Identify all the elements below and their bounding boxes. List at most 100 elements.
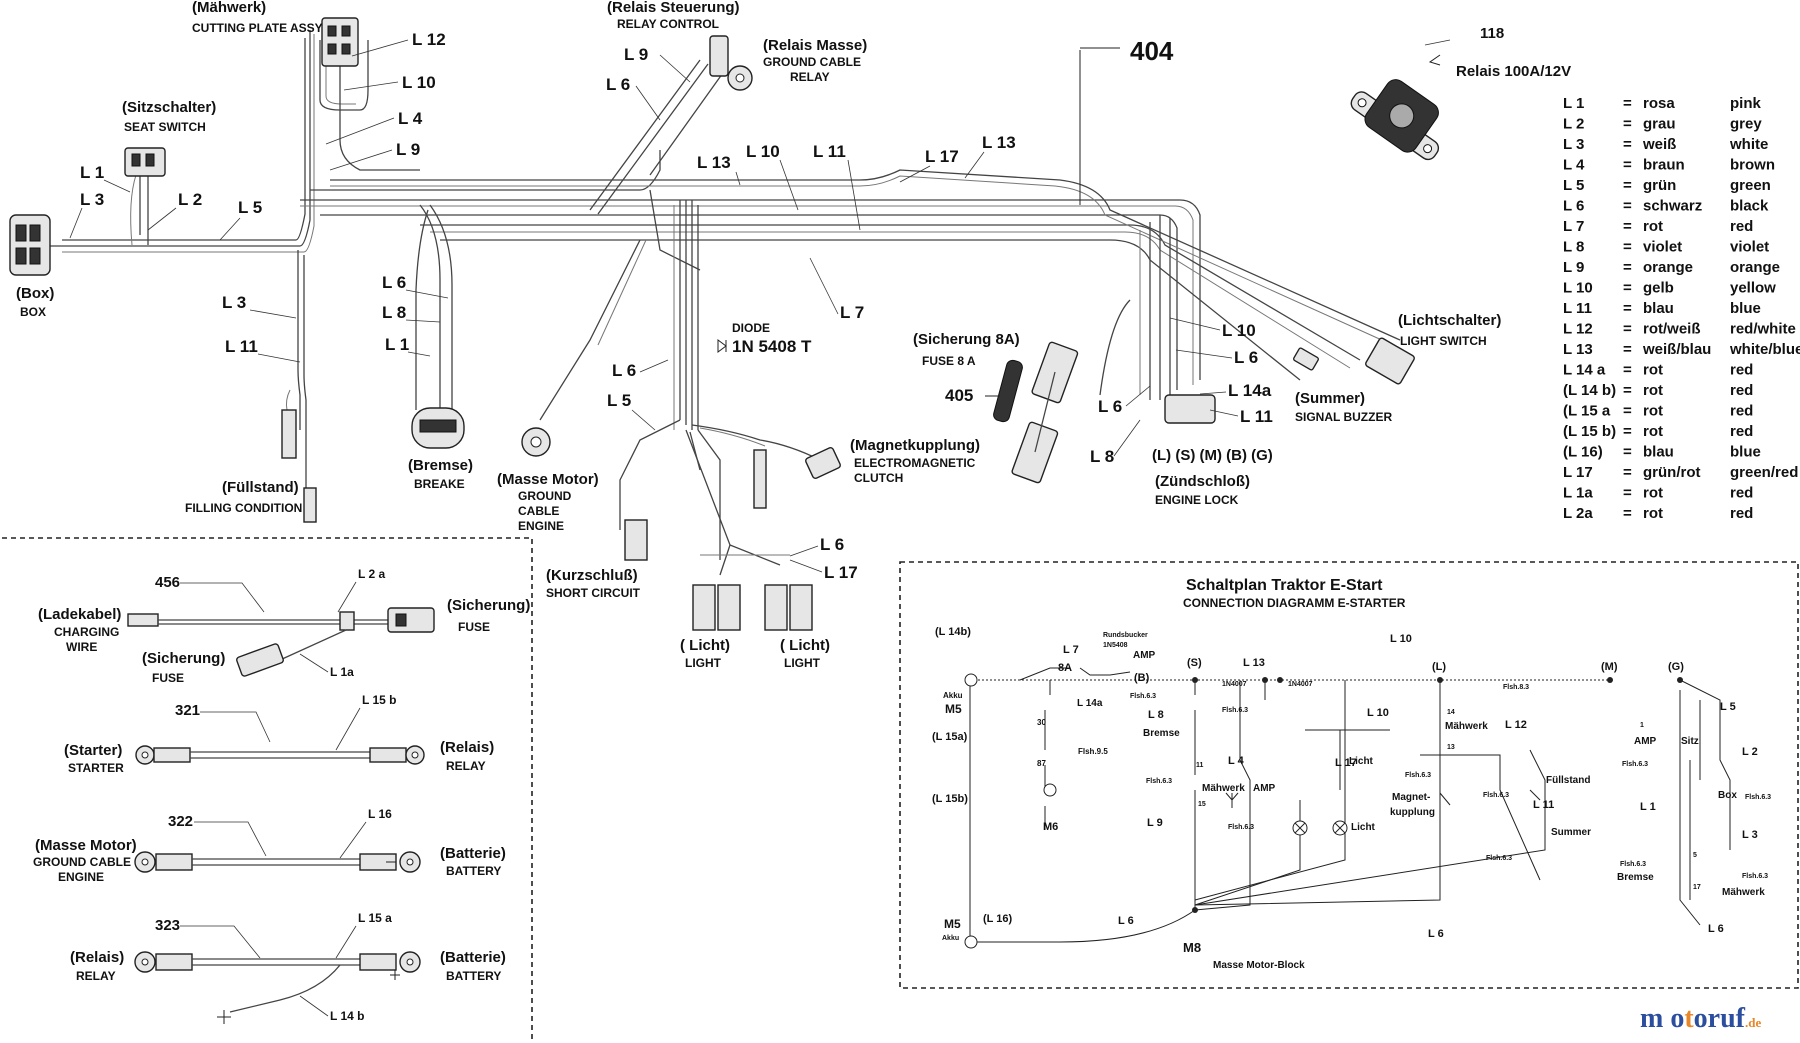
fuse-holder-bottom bbox=[1011, 421, 1059, 484]
wire-label-l14a: L 14a bbox=[1228, 381, 1272, 400]
legend-color-en: red bbox=[1730, 362, 1753, 379]
cable-323-right-de: (Batterie) bbox=[440, 949, 506, 966]
legend-equals: = bbox=[1623, 177, 1632, 194]
legend-color-de: rot bbox=[1643, 218, 1663, 235]
legend-color-de: rot/weiß bbox=[1643, 321, 1701, 338]
schematic-label-t30: 30 bbox=[1037, 718, 1046, 727]
part-number-404: 404 bbox=[1130, 36, 1174, 66]
schematic-label-a8: 8A bbox=[1058, 662, 1072, 674]
relais-steuerung-en-label: RELAY CONTROL bbox=[617, 17, 719, 31]
zuendschloss-en-label: ENGINE LOCK bbox=[1155, 493, 1239, 507]
cable-321-left-en: STARTER bbox=[68, 761, 124, 775]
wire-label-l11-a: L 11 bbox=[813, 142, 846, 161]
schematic-label-fl63i: Flsh.6.3 bbox=[1622, 761, 1648, 768]
schematic-label-l9: L 9 bbox=[1147, 817, 1163, 829]
legend-color-en: red/white bbox=[1730, 321, 1796, 338]
legend-code: (L 14 b) bbox=[1563, 382, 1616, 399]
schematic-label-fl63k: Flsh.6.3 bbox=[1620, 861, 1646, 868]
legend-color-en: pink bbox=[1730, 95, 1761, 112]
legend-color-de: weiß bbox=[1642, 136, 1676, 153]
legend-color-de: braun bbox=[1643, 157, 1685, 174]
legend-equals: = bbox=[1623, 239, 1632, 256]
schematic-panel: Schaltplan Traktor E-Start CONNECTION DI… bbox=[899, 561, 1799, 989]
legend-color-de: grün/rot bbox=[1643, 464, 1701, 481]
akku-terminal-top bbox=[964, 673, 978, 687]
legend-code: L 13 bbox=[1563, 341, 1593, 358]
cable-322-left-de: (Masse Motor) bbox=[35, 837, 137, 854]
summer-label: (Summer) bbox=[1295, 390, 1365, 407]
cable-323: 323 (Relais) RELAY (Batterie) BATTERY L … bbox=[70, 911, 506, 1024]
schematic-label-g: (G) bbox=[1668, 661, 1684, 673]
light-connector-1b bbox=[717, 584, 741, 631]
schematic-label-fl83h: Flsh.8.3 bbox=[1503, 684, 1529, 691]
schematic-label-fl63f: Flsh.6.3 bbox=[1483, 792, 1509, 799]
wire-label-l10-b: L 10 bbox=[746, 142, 780, 161]
legend-color-de: gelb bbox=[1643, 280, 1674, 297]
akku-terminal-bottom bbox=[964, 935, 978, 949]
schematic-label-t13: 13 bbox=[1447, 744, 1455, 751]
cable-456-fuse bbox=[387, 607, 435, 633]
legend-code: (L 15 b) bbox=[1563, 423, 1616, 440]
schematic-label-d2: 1N4007 bbox=[1288, 681, 1313, 688]
cable-456-sub-wire: L 1a bbox=[330, 665, 354, 679]
legend-color-de: rot bbox=[1643, 403, 1663, 420]
legend-code: (L 15 a bbox=[1563, 403, 1611, 420]
legend-color-en: red bbox=[1730, 423, 1753, 440]
legend-color-en: white bbox=[1729, 136, 1768, 153]
wire-label-l13-b: L 13 bbox=[982, 133, 1016, 152]
kurzschluss-label: (Kurzschluß) bbox=[546, 567, 638, 584]
wire-label-l1-a: L 1 bbox=[80, 163, 104, 182]
legend-color-de: schwarz bbox=[1643, 198, 1702, 215]
legend-color-en: violet bbox=[1730, 239, 1769, 256]
schematic-label-fl63j: Flsh.6.3 bbox=[1745, 794, 1771, 801]
brand-logo: m otoruf.de bbox=[1640, 1003, 1761, 1034]
wire-label-l12: L 12 bbox=[412, 30, 446, 49]
schematic-label-l15a: (L 15a) bbox=[932, 731, 968, 743]
summer-en-label: SIGNAL BUZZER bbox=[1295, 410, 1392, 424]
cable-456-number: 456 bbox=[155, 574, 180, 591]
schematic-label-l6b: L 6 bbox=[1428, 928, 1444, 940]
buzzer-connector bbox=[1293, 347, 1319, 371]
legend-code: L 2 bbox=[1563, 116, 1584, 133]
filling-sensor-plug bbox=[281, 409, 297, 459]
cable-323-left-en: RELAY bbox=[76, 969, 116, 983]
wire-label-l8-a: L 8 bbox=[382, 303, 406, 322]
schematic-label-akku2: Akku bbox=[942, 935, 959, 942]
maehwerk-en-label: CUTTING PLATE ASSY bbox=[192, 21, 323, 35]
short-circuit-plug bbox=[624, 519, 648, 561]
wire-labels: L 12 L 10 L 4 L 9 L 9 L 6 L 13 L 10 L 11… bbox=[69, 30, 1273, 582]
legend-equals: = bbox=[1623, 341, 1632, 358]
lichtschalter-en-label: LIGHT SWITCH bbox=[1400, 334, 1487, 348]
cable-322-right-de: (Batterie) bbox=[440, 845, 506, 862]
box-en-label: BOX bbox=[20, 305, 46, 319]
cable-456-sub-de: (Sicherung) bbox=[142, 650, 225, 667]
schematic-label-fl63e: Flsh.6.3 bbox=[1405, 772, 1431, 779]
schematic-label-amp2: AMP bbox=[1253, 783, 1276, 794]
legend-code: L 7 bbox=[1563, 218, 1584, 235]
schematic-label-magnet: Magnet- bbox=[1392, 792, 1430, 803]
cable-456-left-en2: WIRE bbox=[66, 640, 97, 654]
schematic-label-l15b: (L 15b) bbox=[932, 793, 968, 805]
cable-456-left-en1: CHARGING bbox=[54, 625, 119, 639]
schematic-label-amp1: AMP bbox=[1133, 650, 1156, 661]
legend-color-en: blue bbox=[1730, 444, 1761, 461]
clutch-connector bbox=[805, 446, 841, 480]
schematic-label-l: (L) bbox=[1432, 661, 1446, 673]
legend-equals: = bbox=[1623, 157, 1632, 174]
schematic-title: Schaltplan Traktor E-Start bbox=[1186, 577, 1383, 594]
legend-color-en: yellow bbox=[1730, 280, 1776, 297]
legend-equals: = bbox=[1623, 218, 1632, 235]
cable-323-sub-wire: L 14 b bbox=[330, 1009, 364, 1023]
licht2-en-label: LIGHT bbox=[784, 656, 821, 670]
legend-equals: = bbox=[1623, 259, 1632, 276]
licht1-en-label: LIGHT bbox=[685, 656, 722, 670]
wire-label-l3-a: L 3 bbox=[80, 190, 104, 209]
legend-color-en: green bbox=[1730, 177, 1771, 194]
legend-color-en: red bbox=[1730, 505, 1753, 522]
engine-lock-connector bbox=[1164, 394, 1216, 424]
main-labels: (Mähwerk) CUTTING PLATE ASSY (Relais Ste… bbox=[16, 0, 1571, 670]
cable-456: 456 (Ladekabel) CHARGING WIRE (Sicherung… bbox=[38, 567, 530, 685]
legend-color-en: red bbox=[1730, 403, 1753, 420]
cable-456-left-de: (Ladekabel) bbox=[38, 606, 121, 623]
